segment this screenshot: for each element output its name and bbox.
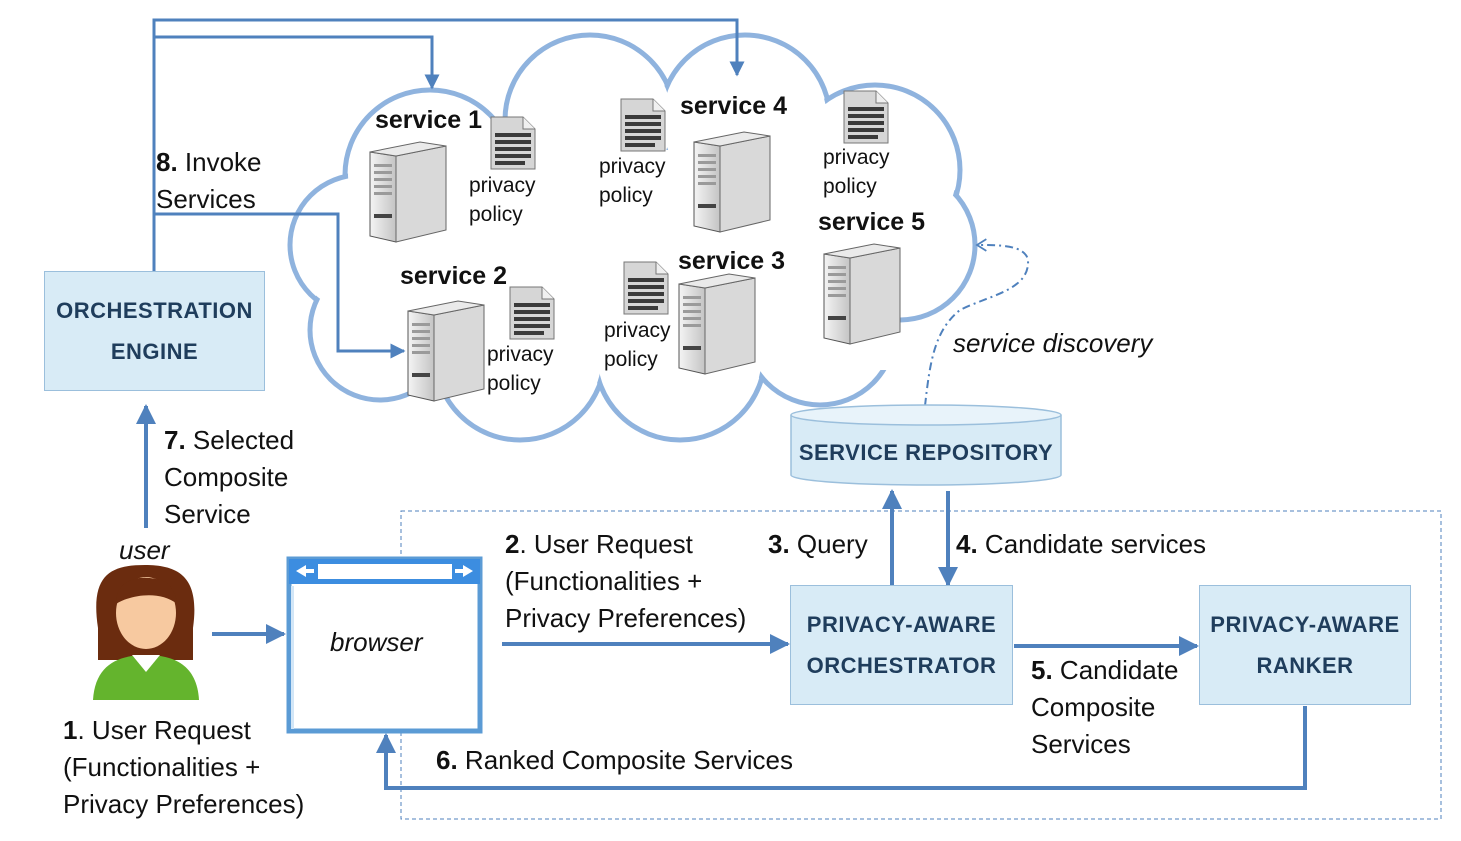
- orchestration-engine-box: Orchestration Engine: [44, 271, 265, 391]
- invoke-arrow-service1: [152, 35, 440, 272]
- service-discovery-label: service discovery: [953, 328, 1153, 358]
- service-cloud-fill: [293, 38, 972, 437]
- service-repository-cylinder: [790, 404, 1062, 486]
- service-repository-label: Service Repository: [798, 440, 1054, 465]
- orchestrator-label-2: Orchestrator: [806, 653, 997, 678]
- policy-document-icon-service1: [490, 116, 536, 170]
- browser-window-icon: [286, 556, 483, 734]
- server-icon-service1: [369, 141, 447, 243]
- policy-document-icon-service2: [509, 286, 555, 340]
- server-icon-service4: [693, 131, 771, 233]
- step2-label: 2. User Request (Functionalities + Priva…: [505, 529, 747, 633]
- service5-title: service 5: [818, 208, 926, 236]
- invoke-arrow-service4: [152, 18, 745, 77]
- service1-title: service 1: [375, 106, 483, 134]
- step1-label: 1. User Request (Functionalities + Priva…: [63, 715, 305, 819]
- server-icon-service3: [678, 273, 756, 375]
- step8-label: 8. Invoke Services: [156, 147, 262, 214]
- invoke-arrow-service2: [154, 212, 406, 359]
- server-icon-service2: [407, 300, 485, 402]
- step6-label: 6. Ranked Composite Services: [436, 745, 793, 775]
- orchestration-engine-label-1: Orchestration: [56, 298, 253, 323]
- ranker-label-1: Privacy-Aware: [1210, 612, 1400, 637]
- service3-title: service 3: [678, 247, 786, 275]
- user-avatar: [93, 565, 199, 700]
- ranked-composite-arrow: [376, 706, 1307, 790]
- ranker-label-2: Ranker: [1256, 653, 1354, 678]
- user-label: user: [119, 535, 170, 565]
- policy-document-icon-service3: [623, 261, 669, 315]
- policy-document-icon-service5: [843, 90, 889, 144]
- service4-title: service 4: [680, 92, 788, 120]
- step3-label: 3. Query: [768, 529, 868, 559]
- step5-label: 5. Candidate Composite Services: [1031, 655, 1179, 759]
- service-discovery-arrow: [924, 238, 1030, 407]
- policy-document-icon-service4: [620, 98, 666, 152]
- service2-title: service 2: [400, 262, 508, 290]
- step7-label: 7. Selected Composite Service: [164, 425, 295, 529]
- step4-label: 4. Candidate services: [956, 529, 1207, 559]
- privacy-aware-orchestrator-box: Privacy-Aware Orchestrator: [790, 585, 1013, 705]
- orchestration-engine-label-2: Engine: [110, 339, 199, 364]
- browser-label: browser: [330, 627, 423, 657]
- server-icon-service5: [823, 243, 901, 345]
- privacy-aware-ranker-box: Privacy-Aware Ranker: [1199, 585, 1411, 705]
- orchestrator-label-1: Privacy-Aware: [806, 612, 997, 637]
